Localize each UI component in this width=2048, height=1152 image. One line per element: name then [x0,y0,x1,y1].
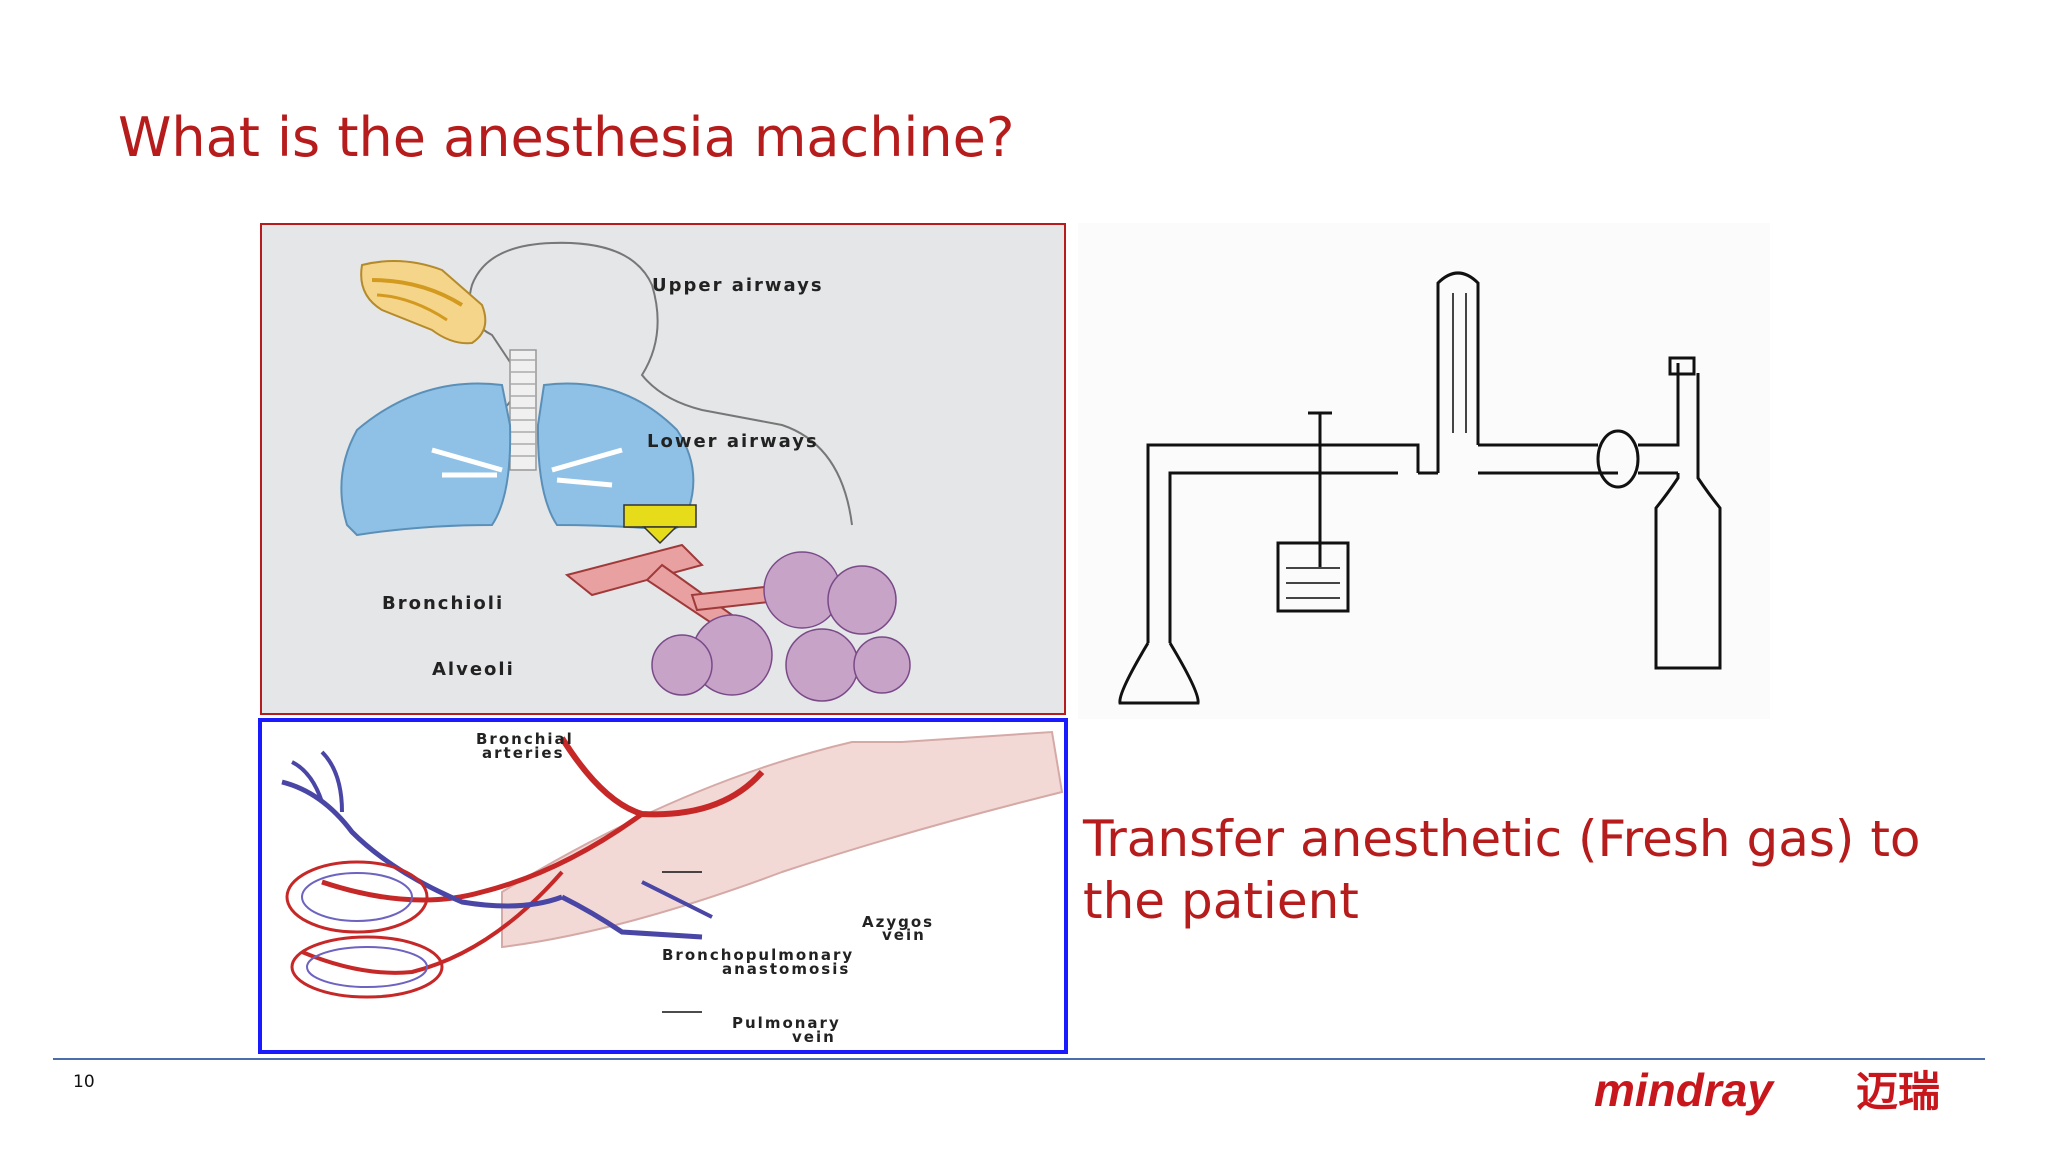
label-anastomosis-2: anastomosis [722,960,850,978]
slide-description: Transfer anesthetic (Fresh gas) to the p… [1083,810,1921,930]
label-pulmonary-2: vein [792,1028,836,1046]
label-anastomosis-1: Bronchopulmonary [662,946,854,964]
brand-name: mindray [1594,1064,1775,1116]
label-azygos-1: Azygos [862,913,934,931]
label-azygos-2: vein [882,926,926,944]
label-alveoli: Alveoli [432,659,515,680]
label-pulmonary-1: Pulmonary [732,1014,841,1032]
airway-illustration: Upper airways Lower airways Bronchioli A… [260,223,1066,715]
label-bronchial-1: Bronchial [476,730,574,748]
mindray-logo: mindray 迈瑞 [1594,1062,2004,1126]
circulation-illustration: Bronchial arteries Azygos vein Bronchopu… [258,718,1068,1054]
slide-title: What is the anesthesia machine? [118,106,1015,169]
footer-rule [53,1058,1985,1060]
page-number: 10 [73,1072,95,1092]
label-lower-airways: Lower airways [647,431,819,452]
brand-name-cn: 迈瑞 [1856,1067,1940,1116]
label-bronchial-2: arteries [482,744,565,762]
label-upper-airways: Upper airways [652,275,824,296]
apparatus-diagram [1078,223,1770,719]
label-bronchioli: Bronchioli [382,593,504,614]
